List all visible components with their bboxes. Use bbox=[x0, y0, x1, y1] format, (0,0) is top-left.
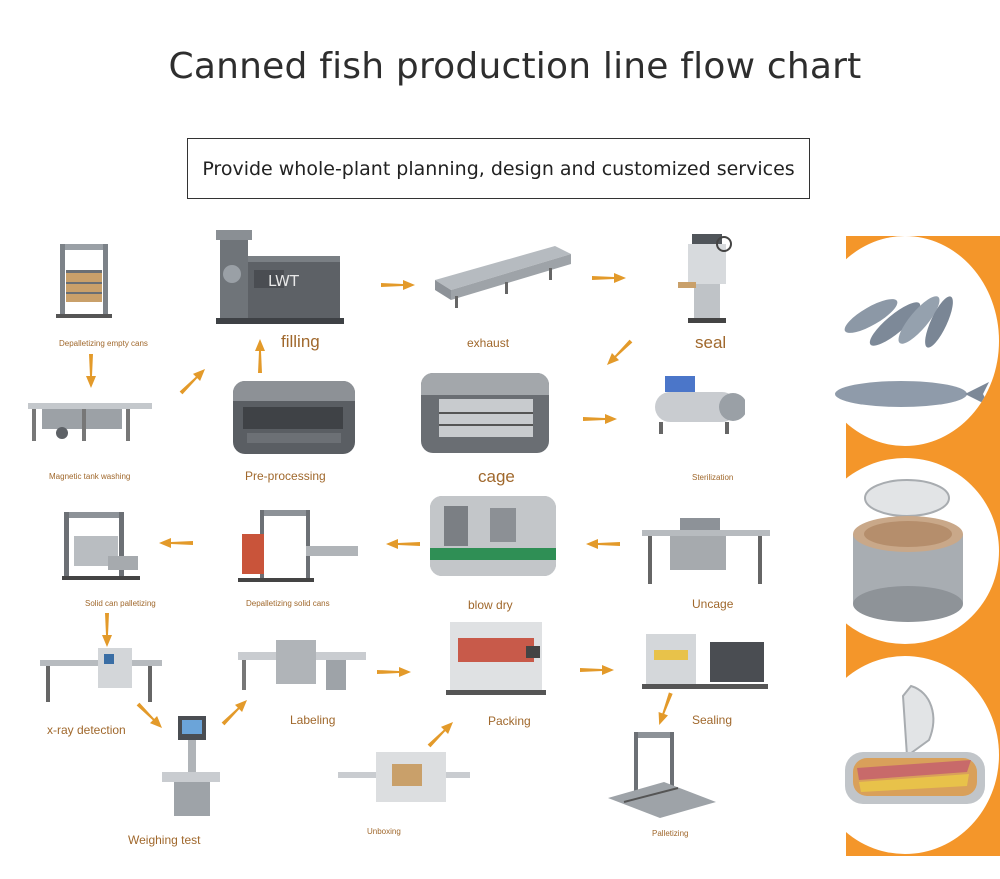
arrow-labeling-to-packing bbox=[377, 666, 411, 678]
label-cage: cage bbox=[478, 467, 515, 486]
filling-machine-badge: LWT bbox=[268, 272, 299, 290]
magnetic-tank-washing-machine bbox=[28, 403, 152, 441]
open-can-photo bbox=[811, 458, 999, 644]
label-pre-processing: Pre-processing bbox=[245, 469, 326, 483]
arrow-depal-to-palletize bbox=[159, 537, 193, 549]
label-seal: seal bbox=[695, 333, 727, 352]
palletizing-machine bbox=[608, 732, 716, 818]
sealing-machine bbox=[642, 634, 768, 689]
subtitle-box: Provide whole-plant planning, design and… bbox=[187, 138, 810, 199]
arrow-cage-to-steril bbox=[583, 413, 617, 425]
label-xray-detection: x-ray detection bbox=[47, 723, 126, 737]
depalletizer-empty-cans-machine bbox=[56, 244, 112, 318]
arrow-washing-to-filling bbox=[177, 365, 210, 398]
arrow-blowdry-to-depal bbox=[386, 538, 420, 550]
depalletizing-solid-cans-machine bbox=[238, 510, 358, 582]
exhaust-machine bbox=[435, 246, 571, 308]
arrow-sealing-to-pallet bbox=[654, 691, 677, 727]
arrow-packing-to-sealing bbox=[580, 664, 614, 676]
arrow-preproc-to-filling bbox=[254, 339, 266, 373]
label-filling: filling bbox=[281, 332, 320, 351]
arrow-depal-to-washing bbox=[85, 354, 97, 388]
arrow-seal-to-cage bbox=[603, 337, 636, 370]
arrow-exhaust-to-seal bbox=[592, 272, 626, 284]
arrow-filling-to-exhaust bbox=[381, 279, 415, 291]
label-unboxing: Unboxing bbox=[367, 827, 401, 836]
label-exhaust: exhaust bbox=[467, 336, 510, 350]
label-depalletizing-solid-cans: Depalletizing solid cans bbox=[246, 599, 330, 608]
packing-machine bbox=[446, 622, 546, 695]
cage-photo bbox=[421, 373, 549, 453]
label-depalletizing-empty-cans: Depalletizing empty cans bbox=[59, 339, 148, 348]
arrow-uncage-to-blowdry bbox=[586, 538, 620, 550]
pre-processing-photo bbox=[233, 381, 355, 454]
solid-can-palletizing-machine bbox=[62, 512, 140, 580]
label-blow-dry: blow dry bbox=[468, 598, 513, 612]
xray-detection-machine bbox=[40, 648, 162, 702]
seal-machine bbox=[678, 234, 732, 323]
arrow-palletize-to-xray bbox=[101, 613, 113, 647]
label-magnetic-tank-washing: Magnetic tank washing bbox=[49, 472, 131, 481]
blow-dry-photo bbox=[430, 496, 556, 576]
label-packing: Packing bbox=[488, 714, 531, 728]
weighing-test-machine bbox=[162, 716, 220, 816]
arrow-weigh-to-labeling bbox=[219, 696, 252, 729]
page-title: Canned fish production line flow chart bbox=[168, 46, 862, 87]
label-weighing-test: Weighing test bbox=[128, 833, 201, 847]
filling-machine bbox=[216, 230, 344, 324]
label-sterilization: Sterilization bbox=[692, 473, 734, 482]
sardine-can-photo bbox=[811, 656, 999, 854]
unboxing-machine bbox=[338, 752, 470, 802]
fresh-fish-photo bbox=[811, 236, 999, 446]
arrow-xray-to-weigh bbox=[134, 700, 167, 733]
uncage-machine bbox=[642, 518, 770, 584]
subtitle-text: Provide whole-plant planning, design and… bbox=[202, 157, 795, 180]
label-solid-can-palletizing: Solid can palletizing bbox=[85, 599, 156, 608]
arrow-unboxing-to-packing bbox=[425, 718, 458, 751]
label-palletizing: Palletizing bbox=[652, 829, 689, 838]
label-labeling: Labeling bbox=[290, 713, 336, 727]
labeling-machine bbox=[238, 640, 366, 690]
sterilization-machine bbox=[655, 376, 745, 434]
label-uncage: Uncage bbox=[692, 597, 734, 611]
label-sealing: Sealing bbox=[692, 713, 733, 727]
